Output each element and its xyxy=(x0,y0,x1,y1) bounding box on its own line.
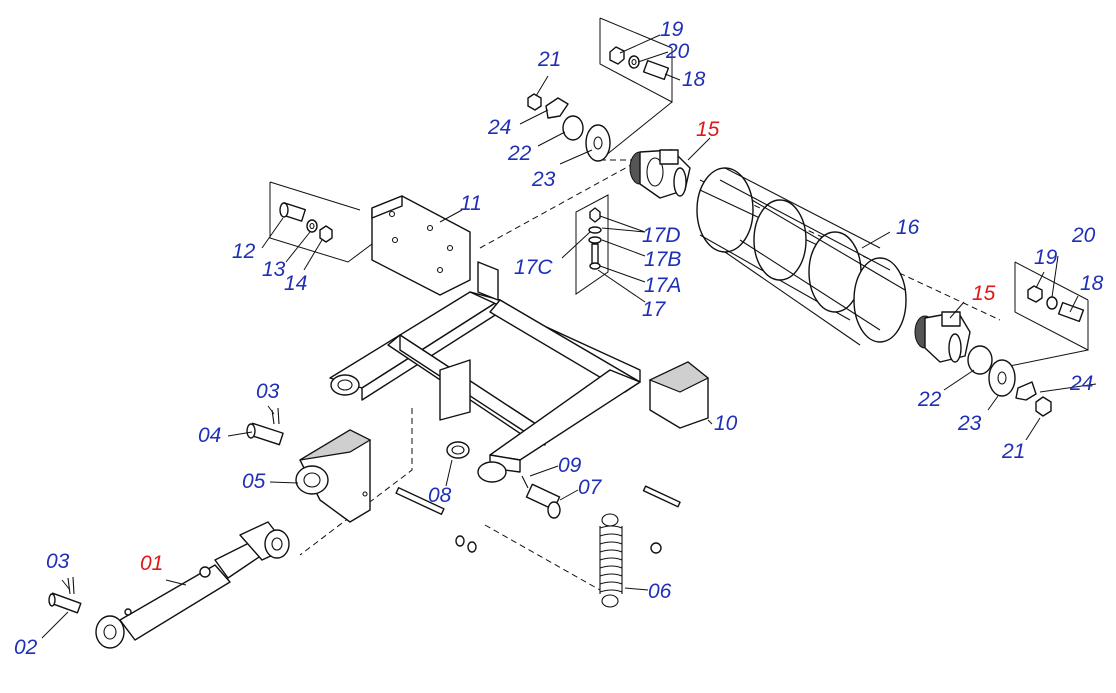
label-06: 06 xyxy=(648,580,672,603)
spring-06 xyxy=(599,513,623,608)
label-22-top: 22 xyxy=(507,142,532,165)
label-14: 14 xyxy=(284,272,307,295)
spring-pin xyxy=(642,485,681,554)
label-09: 09 xyxy=(558,454,582,477)
label-20-top: 20 xyxy=(665,40,690,63)
label-22-bottom: 22 xyxy=(917,388,942,411)
label-07: 07 xyxy=(578,476,603,499)
long-pin xyxy=(395,487,477,553)
label-20-bottom: 20 xyxy=(1071,224,1096,247)
hydraulic-cylinder-01 xyxy=(95,521,290,649)
label-17b: 17B xyxy=(644,248,681,271)
label-11: 11 xyxy=(460,192,482,215)
bearing-15-top xyxy=(629,149,691,199)
pin-04 xyxy=(246,407,284,446)
bearing-15-bottom xyxy=(914,311,971,363)
label-15-bottom: 15 xyxy=(972,282,996,305)
roller-cage-16 xyxy=(696,167,907,346)
label-18-bottom: 18 xyxy=(1080,272,1104,295)
label-23-top: 23 xyxy=(531,168,556,191)
bracket-11 xyxy=(269,181,471,296)
label-16: 16 xyxy=(896,216,920,239)
leader-lines xyxy=(41,34,1097,639)
label-12: 12 xyxy=(232,240,256,263)
label-19-bottom: 19 xyxy=(1034,246,1058,269)
label-13: 13 xyxy=(262,258,286,281)
label-17d: 17D xyxy=(642,224,681,247)
clevis-bracket-05 xyxy=(295,429,372,523)
label-21-top: 21 xyxy=(537,48,561,71)
label-15-top: 15 xyxy=(696,118,720,141)
label-17: 17 xyxy=(642,298,667,321)
label-17c: 17C xyxy=(514,256,553,279)
label-01: 01 xyxy=(140,552,163,575)
hardware-group-top xyxy=(527,17,673,162)
hardware-group-bottom xyxy=(967,261,1089,417)
label-17a: 17A xyxy=(644,274,681,297)
label-24-top: 24 xyxy=(487,116,511,139)
label-10: 10 xyxy=(714,412,738,435)
label-24-bottom: 24 xyxy=(1069,372,1093,395)
label-19-top: 19 xyxy=(660,18,684,41)
label-03-bottom: 03 xyxy=(46,550,70,573)
label-23-bottom: 23 xyxy=(957,412,982,435)
label-05: 05 xyxy=(242,470,266,493)
main-frame xyxy=(329,261,710,473)
label-08: 08 xyxy=(428,484,452,507)
bushing-08 xyxy=(446,441,470,459)
pin-02 xyxy=(48,576,82,614)
bolt-stack-17 xyxy=(575,194,609,295)
label-04: 04 xyxy=(198,424,221,447)
label-03-top: 03 xyxy=(256,380,280,403)
label-21-bottom: 21 xyxy=(1001,440,1025,463)
part-labels: 01 02 03 03 04 05 06 07 08 09 10 11 12 1… xyxy=(14,18,1104,659)
label-02: 02 xyxy=(14,636,38,659)
label-18-top: 18 xyxy=(682,68,706,91)
pin-07 xyxy=(477,461,561,519)
